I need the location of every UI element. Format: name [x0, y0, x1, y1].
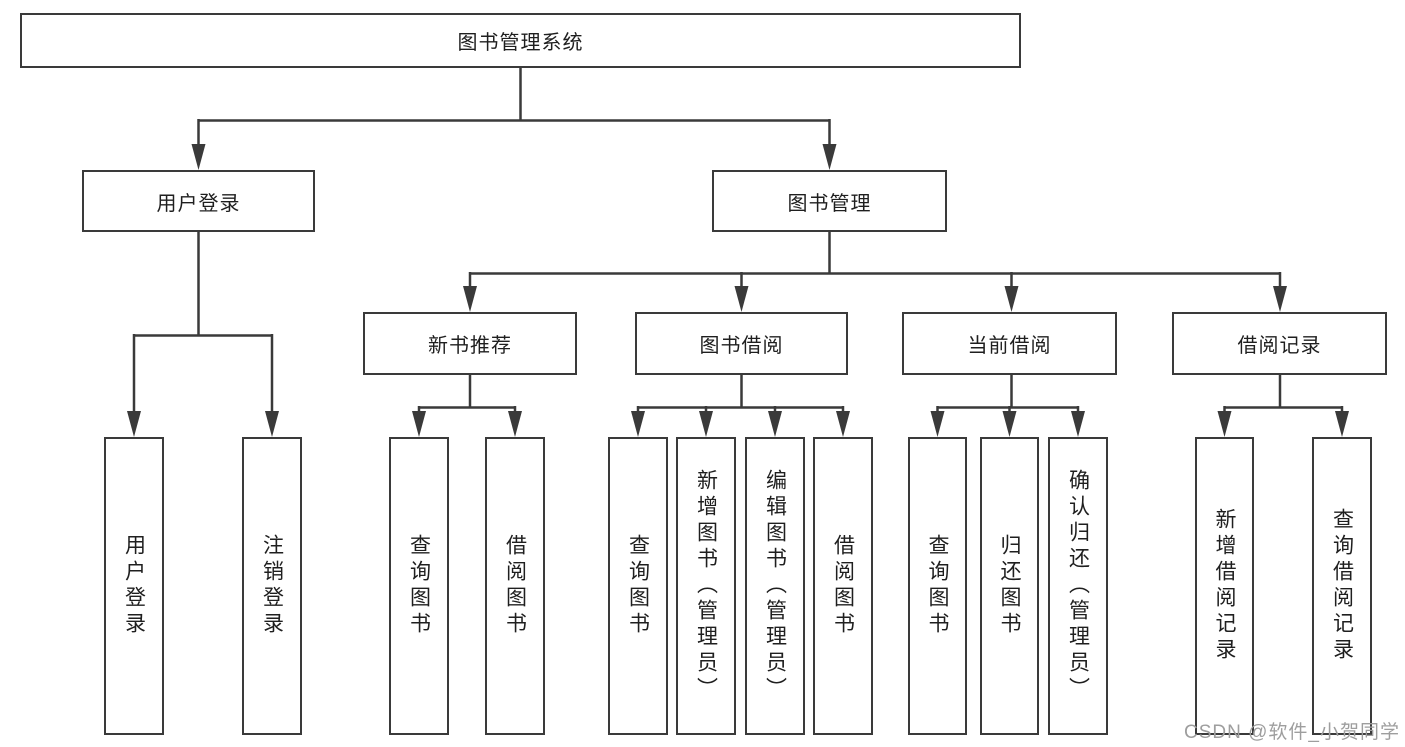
leaf-add-borrow-record: 新增借阅记录 [1195, 437, 1254, 735]
leaf-return-books: 归还图书 [980, 437, 1039, 735]
leaf-logout: 注销登录 [242, 437, 302, 735]
leaf-query-books-current: 查询图书 [908, 437, 967, 735]
node-user-login-branch: 用户登录 [82, 170, 315, 232]
leaf-confirm-return-admin: 确认归还（管理员） [1048, 437, 1108, 735]
node-new-book-recommend: 新书推荐 [363, 312, 577, 375]
leaf-query-books-borrow: 查询图书 [608, 437, 668, 735]
node-book-management-branch: 图书管理 [712, 170, 947, 232]
leaf-borrow-books-recommend: 借阅图书 [485, 437, 545, 735]
leaf-query-borrow-record: 查询借阅记录 [1312, 437, 1372, 735]
node-borrow-records: 借阅记录 [1172, 312, 1387, 375]
leaf-borrow-books: 借阅图书 [813, 437, 873, 735]
leaf-query-books-recommend: 查询图书 [389, 437, 449, 735]
node-book-borrow: 图书借阅 [635, 312, 848, 375]
csdn-watermark: CSDN @软件_小贺同学 [1184, 722, 1400, 743]
leaf-user-login: 用户登录 [104, 437, 164, 735]
node-current-borrow: 当前借阅 [902, 312, 1117, 375]
leaf-edit-books-admin: 编辑图书（管理员） [745, 437, 805, 735]
leaf-add-books-admin: 新增图书（管理员） [676, 437, 736, 735]
node-root-system: 图书管理系统 [20, 13, 1021, 68]
